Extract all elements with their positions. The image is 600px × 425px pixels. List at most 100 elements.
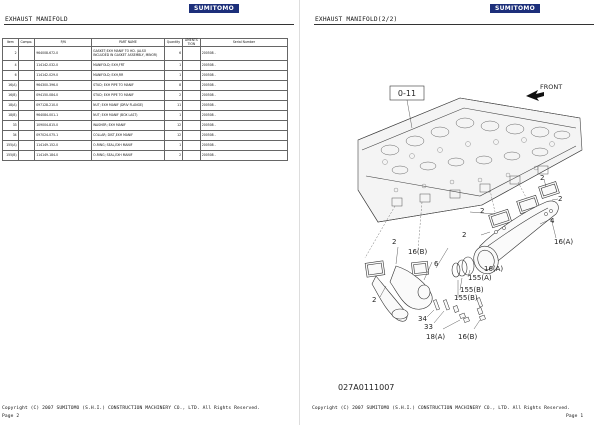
figure-code: 027A0111007 xyxy=(338,383,394,392)
cell-name: MANIFOLD; EXH,RR xyxy=(91,70,165,82)
cell-comp xyxy=(17,140,36,152)
cell-pn: 094150-084-0 xyxy=(34,90,93,102)
cell-name: COLLAR; DIST,EXH MANIF xyxy=(91,130,165,142)
header-divider xyxy=(4,24,294,25)
copyright-notice: Copyright (C) 2007 SUMITOMO (S.H.I.) CON… xyxy=(312,406,570,411)
cell-comp xyxy=(17,110,36,122)
cell-item: 2 xyxy=(2,46,19,62)
cell-pn: 964300-396-0 xyxy=(34,80,93,92)
cell-chg xyxy=(182,90,201,102)
cell-chg xyxy=(182,60,201,72)
col-header-pn: P/N xyxy=(34,37,93,48)
cylinder-head-drawing xyxy=(357,97,583,223)
cell-name: MANIFOLD; EXH,FRT xyxy=(91,60,165,72)
cell-qty: 12 xyxy=(163,130,184,142)
cell-comp xyxy=(17,150,36,162)
reference-box-label: 0-11 xyxy=(398,89,416,98)
cell-pn: 109004-815-0 xyxy=(34,120,93,132)
callout-nut-a-label: 18(A) xyxy=(426,333,445,341)
front-manifold-drawing xyxy=(364,260,433,322)
cell-name: GASKET;EXH MANIF TO HD. (ALSO INCLUDED I… xyxy=(91,46,165,62)
callout-o-ring-b-label: 155(B) xyxy=(460,286,484,294)
cell-qty: 12 xyxy=(163,120,184,132)
callout-gasket-label: 2 xyxy=(540,174,544,182)
front-label: FRONT xyxy=(540,83,562,91)
table-row: 18(B) 964084-001-1 NUT; EXH MANIF (BOX L… xyxy=(2,110,289,122)
callout-gasket-label: 2 xyxy=(480,207,484,215)
cell-item: 18(A) xyxy=(2,100,19,112)
cell-serial: 200508 - xyxy=(199,60,289,72)
cell-qty: 1 xyxy=(163,110,184,122)
cell-pn: 114149-152-0 xyxy=(34,140,93,152)
sumitomo-logo: SUMITOMO xyxy=(490,4,540,13)
callout-stud-a-label: 16(A) xyxy=(484,265,503,273)
cell-serial: 200508 - xyxy=(199,150,289,162)
page-number: Page 1 xyxy=(566,414,584,419)
cell-serial: 200508 - xyxy=(199,110,289,122)
cell-chg xyxy=(182,80,201,92)
cell-name: NUT; EXH MANIF (BOX LAST) xyxy=(91,110,165,122)
cell-pn: 114142-029-0 xyxy=(34,70,93,82)
callout-leaders xyxy=(379,178,559,330)
copyright-notice: Copyright (C) 2007 SUMITOMO (S.H.I.) CON… xyxy=(2,406,260,411)
cell-item: 4 xyxy=(2,60,19,72)
callout-manifold-front-label: 6 xyxy=(434,260,439,268)
page-title: EXHAUST MANIFOLD(2/2) xyxy=(315,16,398,23)
cell-item: 6 xyxy=(2,70,19,82)
cell-name: NUT; EXH MANIF (DRIV FLANGE) xyxy=(91,100,165,112)
table-header-row: Item Compo. P/N PART NAME Quantity AMENT… xyxy=(2,37,289,48)
cell-chg xyxy=(182,100,201,112)
cell-chg xyxy=(182,130,201,142)
cell-serial: 200508 - xyxy=(199,80,289,92)
col-header-compo: Compo. xyxy=(17,37,36,48)
cell-serial: 200508 - xyxy=(199,100,289,112)
cell-qty: 2 xyxy=(163,90,184,102)
cell-comp xyxy=(17,130,36,142)
front-indicator: FRONT xyxy=(526,83,562,101)
cell-item: 16(A) xyxy=(2,80,19,92)
cell-comp xyxy=(17,60,36,72)
cell-comp xyxy=(17,80,36,92)
cell-pn: 114149-184-0 xyxy=(34,150,93,162)
cell-chg xyxy=(182,120,201,132)
cell-pn: 964008-672-0 xyxy=(34,46,93,62)
callout-stud-a-label: 16(A) xyxy=(554,238,573,246)
cell-serial: 200508 - xyxy=(199,90,289,102)
cell-chg xyxy=(182,70,201,82)
callout-stud-b-label: 16(B) xyxy=(408,248,427,256)
cell-chg xyxy=(182,140,201,152)
callout-collar-label: 34 xyxy=(418,315,427,323)
sumitomo-logo: SUMITOMO xyxy=(189,4,239,13)
cell-qty: 1 xyxy=(163,60,184,72)
callout-o-ring-a-label: 155(A) xyxy=(468,274,492,282)
table-row: 6 114142-029-0 MANIFOLD; EXH,RR 1 200508… xyxy=(2,70,289,82)
callout-stud-b-label: 16(B) xyxy=(458,333,477,341)
cell-name: STUD; EXH PIPE TO MANIF xyxy=(91,80,165,92)
cell-name: O-RING; SEAL,EXH MANIF xyxy=(91,150,165,162)
cell-serial: 200508 - xyxy=(199,70,289,82)
cell-serial: 200508 - xyxy=(199,140,289,152)
cell-pn: 097024-075-1 xyxy=(34,130,93,142)
table-row: 155(B) 114149-184-0 O-RING; SEAL,EXH MAN… xyxy=(2,150,289,162)
callout-labels: 2 2 2 2 2 2 4 6 16(A) 16(B) 155(A) 155(B… xyxy=(372,174,573,341)
col-header-serial: Serial Number xyxy=(199,37,289,48)
exploded-parts-diagram: 0-11 FRONT xyxy=(338,83,583,392)
cell-pn: 097128-210-0 xyxy=(34,100,93,112)
col-header-quantity: Quantity xyxy=(163,37,184,48)
cell-pn: 114142-032-0 xyxy=(34,60,93,72)
cell-qty: 2 xyxy=(163,150,184,162)
cell-chg xyxy=(182,110,201,122)
page-separator xyxy=(299,0,300,425)
cell-comp xyxy=(17,100,36,112)
callout-washer-label: 33 xyxy=(424,323,433,331)
col-header-item: Item xyxy=(2,37,19,48)
table-row: 2 964008-672-0 GASKET;EXH MANIF TO HD. (… xyxy=(2,46,289,62)
table-row: 4 114142-032-0 MANIFOLD; EXH,FRT 1 20050… xyxy=(2,60,289,72)
cell-name: O-RING; SEAL,EXH MANIF xyxy=(91,140,165,152)
cell-item: 16(B) xyxy=(2,90,19,102)
table-row: 18(A) 097128-210-0 NUT; EXH MANIF (DRIV … xyxy=(2,100,289,112)
reference-callout: 0-11 xyxy=(389,85,425,129)
left-page: SUMITOMO EXHAUST MANIFOLD Item Compo. P/… xyxy=(2,4,294,419)
cell-qty: 11 xyxy=(163,100,184,112)
callout-o-ring-b-label: 155(B) xyxy=(454,294,478,302)
